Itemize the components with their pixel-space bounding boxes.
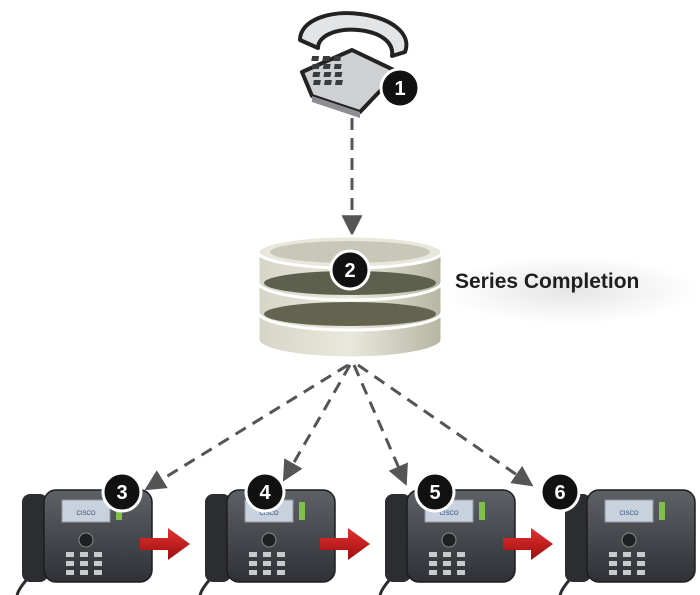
- ip-phone-icon-b: CISCO: [198, 489, 336, 595]
- svg-text:1: 1: [394, 78, 405, 100]
- svg-text:3: 3: [116, 482, 127, 504]
- sequence-arrow-5-to-6: [503, 528, 553, 560]
- phone-brand-text: CISCO: [619, 511, 638, 517]
- svg-text:5: 5: [429, 482, 440, 504]
- sequence-arrow-4-to-5: [320, 528, 370, 560]
- step-badge-5: 5: [414, 471, 456, 513]
- ip-phone-icon-a: CISCO: [15, 489, 153, 595]
- sequence-arrows: [140, 528, 553, 560]
- step-badge-4: 4: [244, 471, 286, 513]
- landline-phone-icon: [298, 11, 409, 118]
- connector-2-to-4: [282, 364, 352, 482]
- phone-brand-text: CISCO: [76, 511, 95, 517]
- svg-text:2: 2: [344, 260, 355, 282]
- step-badge-2: 2: [329, 249, 371, 291]
- svg-text:4: 4: [259, 482, 271, 504]
- step-badge-3: 3: [101, 471, 143, 513]
- connector-2-to-6: [357, 363, 534, 487]
- phone-brand-text: CISCO: [439, 511, 458, 517]
- dashed-connectors: [144, 118, 534, 491]
- step-badge-1: 1: [379, 67, 421, 109]
- step-badge-6: 6: [539, 471, 581, 513]
- connector-2-to-3: [144, 363, 349, 491]
- phone-brand-text: CISCO: [259, 511, 278, 517]
- series-completion-label: Series Completion: [455, 270, 640, 293]
- connector-2-to-5: [352, 364, 408, 486]
- svg-text:6: 6: [554, 482, 565, 504]
- ip-phone-icon-d: CISCO: [558, 489, 696, 595]
- ip-phone-icon-c: CISCO: [378, 489, 516, 595]
- label-shadow: [440, 255, 700, 325]
- sequence-arrow-3-to-4: [140, 528, 190, 560]
